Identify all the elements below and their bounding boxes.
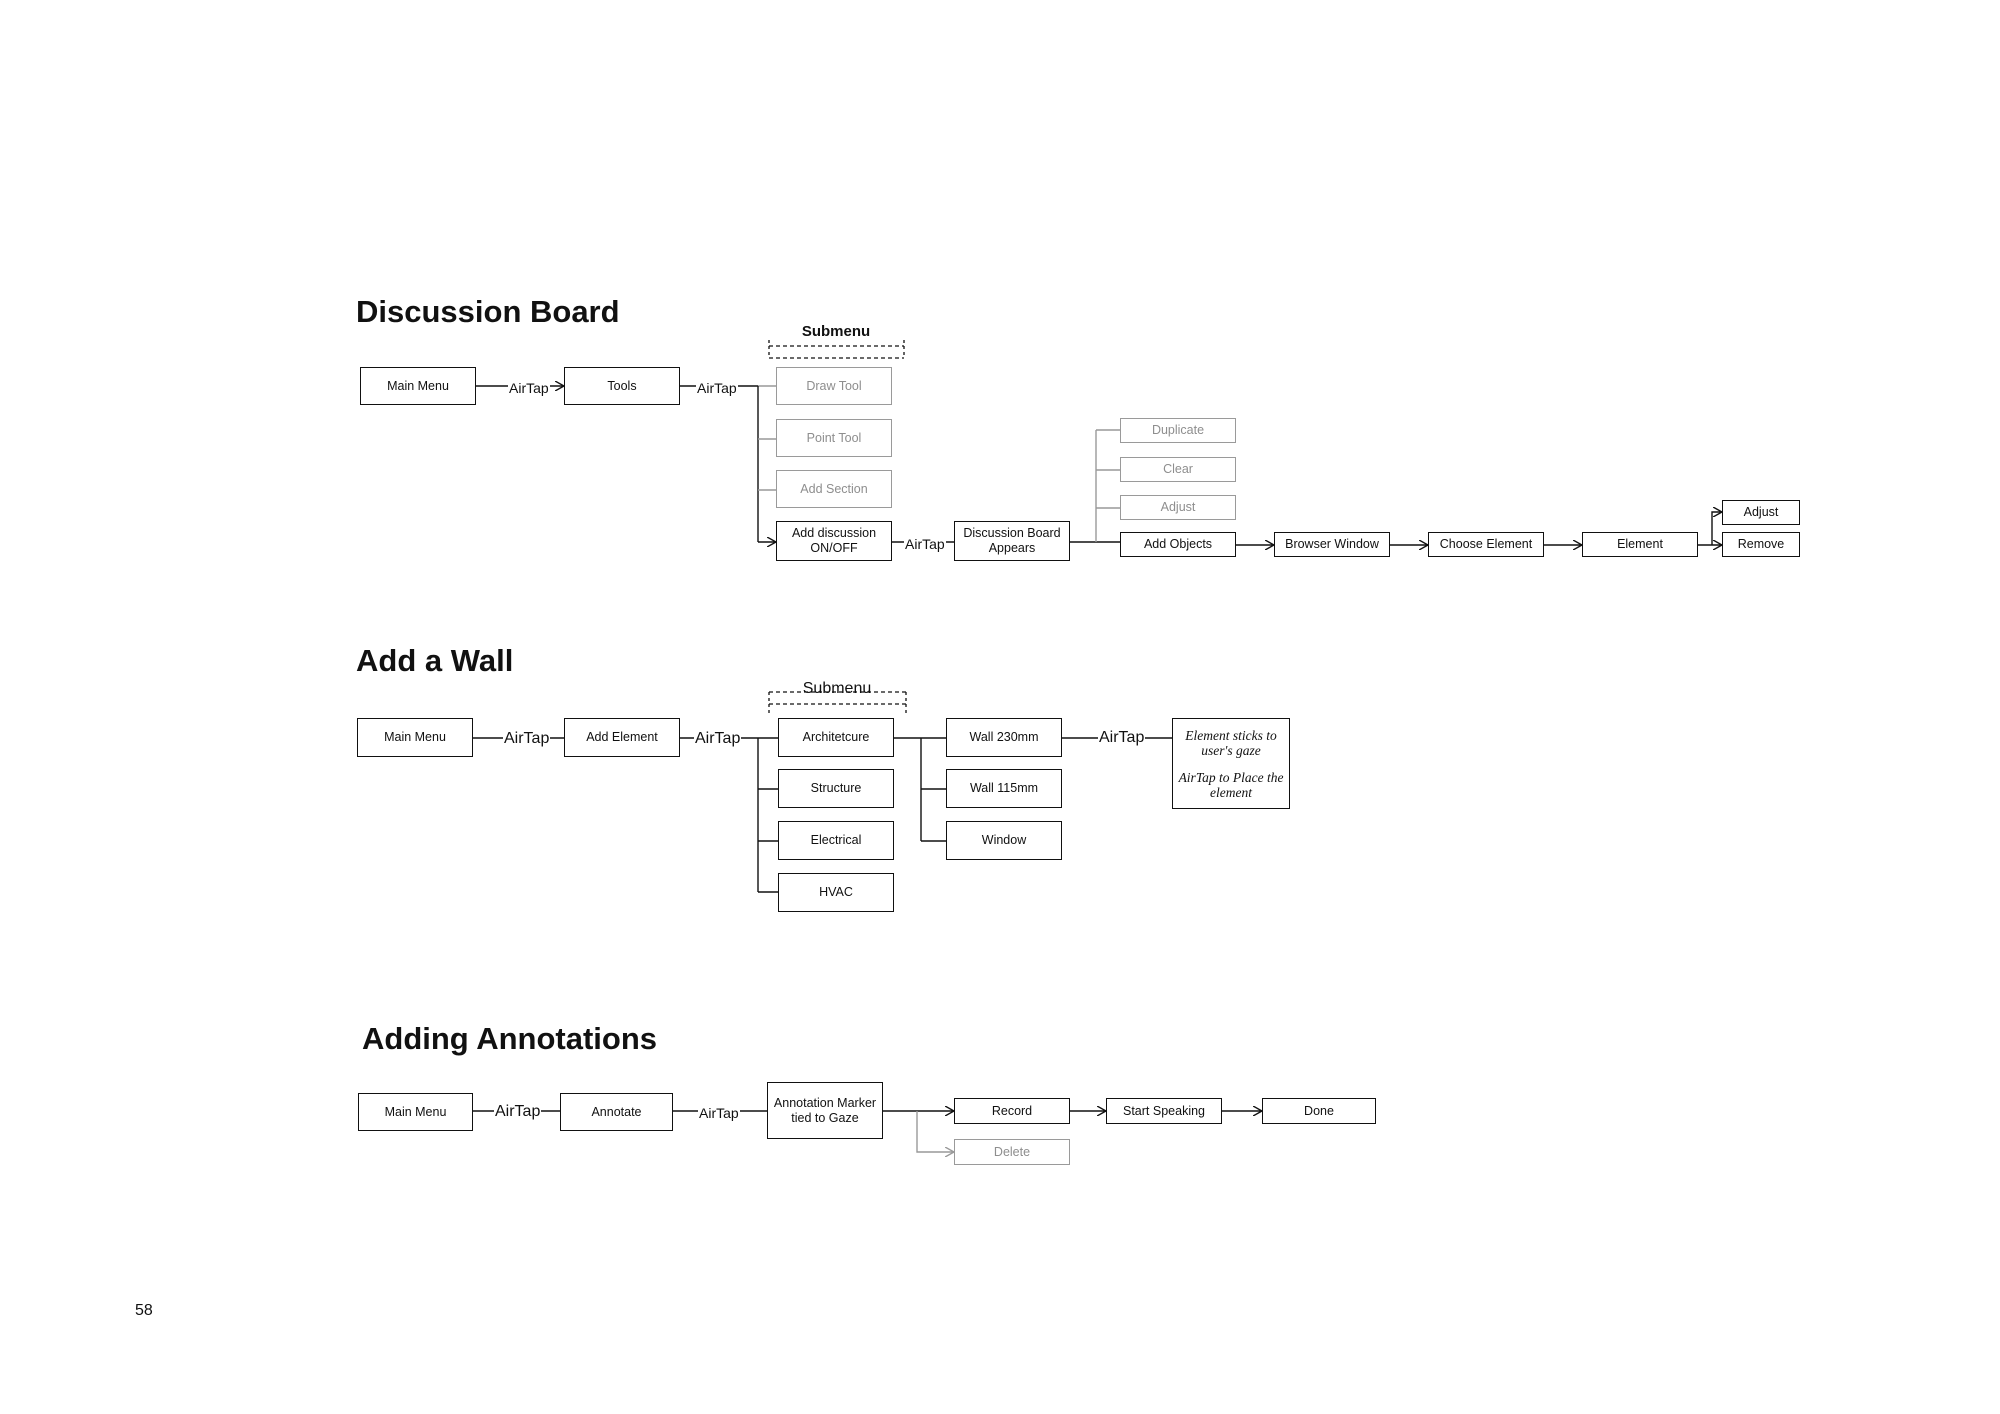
section-title-adding-annotations: Adding Annotations bbox=[362, 1021, 658, 1056]
node-add-section-label: Add Section bbox=[800, 481, 868, 496]
node-delete-label: Delete bbox=[993, 1144, 1031, 1159]
node-duplicate[interactable]: Duplicate bbox=[1120, 418, 1236, 443]
node-wall-230mm-label: Wall 230mm bbox=[969, 730, 1039, 744]
node-electrical-label: Electrical bbox=[810, 833, 862, 847]
node-start-speaking[interactable]: Start Speaking bbox=[1106, 1098, 1222, 1124]
node-draw-tool[interactable]: Draw Tool bbox=[776, 367, 892, 405]
connector-marker-delete bbox=[916, 1111, 954, 1152]
node-remove[interactable]: Remove bbox=[1722, 532, 1800, 557]
submenu-label: Submenu bbox=[802, 680, 872, 697]
node-architecture[interactable]: Architetcure bbox=[778, 718, 894, 757]
node-add-objects[interactable]: Add Objects bbox=[1120, 532, 1236, 557]
node-add-objects-label: Add Objects bbox=[1143, 537, 1213, 551]
edge-label-airtap: AirTap bbox=[698, 1105, 740, 1121]
page-number: 58 bbox=[135, 1302, 153, 1319]
node-window-label: Window bbox=[981, 833, 1027, 847]
node-main-menu[interactable]: Main Menu bbox=[357, 718, 473, 757]
node-choose-element[interactable]: Choose Element bbox=[1428, 532, 1544, 557]
node-element-label: Element bbox=[1617, 537, 1663, 551]
edge-label-airtap: AirTap bbox=[694, 730, 742, 748]
node-add-element[interactable]: Add Element bbox=[564, 718, 680, 757]
node-clear-label: Clear bbox=[1163, 462, 1193, 476]
node-main-menu-label: Main Menu bbox=[384, 730, 446, 744]
node-annotation-marker-label: Annotation Marker tied to Gaze bbox=[773, 1095, 877, 1125]
node-wall-115mm[interactable]: Wall 115mm bbox=[946, 769, 1062, 808]
note-place-text: AirTap to Place the element bbox=[1178, 769, 1284, 800]
connector-element-adjust bbox=[1711, 512, 1722, 545]
node-point-tool-label: Point Tool bbox=[806, 430, 862, 445]
node-main-menu-label: Main Menu bbox=[387, 378, 449, 393]
submenu-label: Submenu bbox=[801, 323, 871, 340]
edge-label-airtap: AirTap bbox=[696, 380, 738, 396]
node-adjust-grey-label: Adjust bbox=[1160, 500, 1196, 514]
node-remove-label: Remove bbox=[1737, 537, 1785, 551]
node-annotate-label: Annotate bbox=[591, 1104, 642, 1119]
section-title-discussion-board: Discussion Board bbox=[356, 294, 620, 329]
node-wall-230mm[interactable]: Wall 230mm bbox=[946, 718, 1062, 757]
node-main-menu[interactable]: Main Menu bbox=[360, 367, 476, 405]
node-browser-window[interactable]: Browser Window bbox=[1274, 532, 1390, 557]
node-tools-label: Tools bbox=[607, 378, 637, 393]
node-adjust-label: Adjust bbox=[1743, 505, 1779, 519]
node-annotate[interactable]: Annotate bbox=[560, 1093, 673, 1131]
node-record[interactable]: Record bbox=[954, 1098, 1070, 1124]
node-hvac-label: HVAC bbox=[819, 885, 853, 899]
node-add-discussion-label: Add discussion ON/OFF bbox=[791, 526, 877, 555]
edge-label-airtap: AirTap bbox=[904, 536, 946, 552]
node-point-tool[interactable]: Point Tool bbox=[776, 419, 892, 457]
node-choose-element-label: Choose Element bbox=[1439, 537, 1533, 551]
node-structure[interactable]: Structure bbox=[778, 769, 894, 808]
node-structure-label: Structure bbox=[810, 781, 862, 795]
node-window[interactable]: Window bbox=[946, 821, 1062, 860]
node-add-discussion[interactable]: Add discussion ON/OFF bbox=[776, 521, 892, 561]
edge-label-airtap: AirTap bbox=[508, 380, 550, 396]
node-discussion-board-appears[interactable]: Discussion Board Appears bbox=[954, 521, 1070, 561]
node-adjust[interactable]: Adjust bbox=[1722, 500, 1800, 525]
node-adjust-grey[interactable]: Adjust bbox=[1120, 495, 1236, 520]
node-record-label: Record bbox=[991, 1103, 1033, 1118]
node-draw-tool-label: Draw Tool bbox=[806, 378, 862, 393]
node-browser-window-label: Browser Window bbox=[1285, 537, 1379, 551]
section-title-add-a-wall: Add a Wall bbox=[356, 643, 514, 678]
edge-label-airtap: AirTap bbox=[503, 730, 551, 748]
node-add-section[interactable]: Add Section bbox=[776, 470, 892, 508]
node-main-menu-label: Main Menu bbox=[384, 1104, 447, 1119]
note-gaze-text: Element sticks to user's gaze bbox=[1185, 727, 1277, 758]
node-main-menu[interactable]: Main Menu bbox=[358, 1093, 473, 1131]
edge-label-airtap: AirTap bbox=[1098, 729, 1146, 747]
node-annotation-marker[interactable]: Annotation Marker tied to Gaze bbox=[767, 1082, 883, 1139]
node-hvac[interactable]: HVAC bbox=[778, 873, 894, 912]
node-start-speaking-label: Start Speaking bbox=[1123, 1103, 1205, 1118]
node-done[interactable]: Done bbox=[1262, 1098, 1376, 1124]
node-delete[interactable]: Delete bbox=[954, 1139, 1070, 1165]
node-discussion-board-appears-label: Discussion Board Appears bbox=[963, 526, 1061, 555]
edge-label-airtap: AirTap bbox=[494, 1103, 542, 1121]
node-tools[interactable]: Tools bbox=[564, 367, 680, 405]
node-element[interactable]: Element bbox=[1582, 532, 1698, 557]
node-add-element-label: Add Element bbox=[586, 730, 658, 744]
node-placement-note: Element sticks to user's gaze AirTap to … bbox=[1172, 718, 1290, 809]
node-duplicate-label: Duplicate bbox=[1151, 423, 1205, 437]
node-done-label: Done bbox=[1304, 1103, 1334, 1118]
node-clear[interactable]: Clear bbox=[1120, 457, 1236, 482]
node-wall-115mm-label: Wall 115mm bbox=[969, 781, 1039, 795]
node-electrical[interactable]: Electrical bbox=[778, 821, 894, 860]
node-architecture-label: Architetcure bbox=[802, 730, 870, 744]
